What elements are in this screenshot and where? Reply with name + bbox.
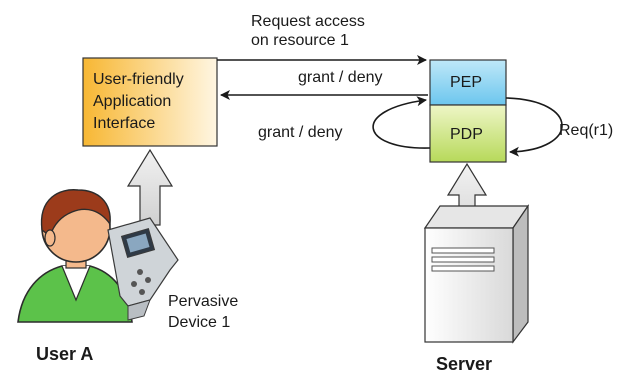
device-to-app-arrow <box>126 148 174 226</box>
pep-box <box>429 59 507 106</box>
pep-label: PEP <box>450 74 483 91</box>
device-label-line2: Device 1 <box>168 314 231 331</box>
app-label-line3: Interface <box>93 115 156 132</box>
grant-deny-top-label: grant / deny <box>298 69 383 86</box>
user-label: User A <box>36 344 94 364</box>
request-loop-arrow <box>505 97 563 157</box>
request-label-line2: on resource 1 <box>251 32 349 49</box>
server-icon <box>423 204 530 344</box>
application-interface-box <box>82 57 218 147</box>
request-label-line1: Request access <box>251 13 365 30</box>
server-label: Server <box>436 354 493 374</box>
application-interface-label: User-friendly Application Interface <box>93 69 184 135</box>
grant-deny-loop-arrow <box>372 96 431 149</box>
app-label-line1: User-friendly <box>93 71 184 88</box>
grant-deny-loop-label: grant / deny <box>258 124 343 141</box>
pdp-box <box>429 104 507 163</box>
app-label-line2: Application <box>93 93 172 110</box>
device-label-line1: Pervasive <box>168 293 239 310</box>
req-r1-label: Req(r1) <box>559 122 614 139</box>
pervasive-device-icon <box>107 217 179 321</box>
user-icon <box>17 189 133 323</box>
pdp-label: PDP <box>450 126 483 143</box>
